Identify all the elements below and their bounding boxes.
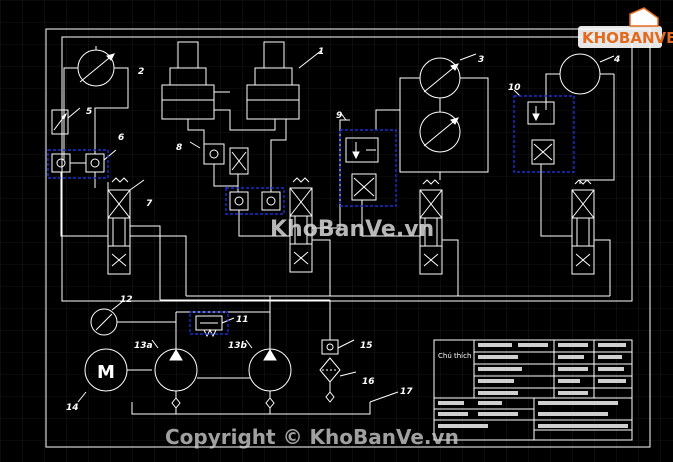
motor-letter: M <box>97 362 115 383</box>
pressure-valve-block-10 <box>513 89 572 237</box>
label-13a: 13a <box>134 341 153 351</box>
watermark-center: KhoBanVe.vn <box>270 217 434 242</box>
label-10: 10 <box>508 83 521 93</box>
label-9: 9 <box>336 111 342 121</box>
pump-13b <box>245 339 292 414</box>
label-11: 11 <box>236 315 249 325</box>
khobanve-logo: KHOBANVE <box>578 7 673 48</box>
hydraulic-motor-4 <box>545 53 615 181</box>
title-block-text-placeholders <box>438 343 628 428</box>
label-5: 5 <box>86 107 92 117</box>
check-valves-6 <box>51 92 129 237</box>
pressure-valve-block-9 <box>339 111 379 201</box>
valves-8 <box>189 141 249 192</box>
label-16: 16 <box>362 377 375 387</box>
label-4: 4 <box>613 55 620 65</box>
title-block <box>433 339 633 441</box>
tank-line-17 <box>131 391 399 415</box>
pump-2 <box>63 46 129 160</box>
label-14: 14 <box>66 403 79 413</box>
label-6: 6 <box>118 133 124 143</box>
label-17: 17 <box>400 387 413 397</box>
hydraulic-motors-3 <box>375 53 489 173</box>
check-valves-pair <box>229 119 290 237</box>
label-2: 2 <box>138 67 144 77</box>
check-filter-15-16 <box>319 339 357 403</box>
label-8: 8 <box>176 143 182 153</box>
label-12: 12 <box>120 295 133 305</box>
electric-motor-14 <box>77 348 152 403</box>
logo-text: KHOBANVE <box>582 29 673 47</box>
label-15: 15 <box>360 341 373 351</box>
directional-valve-3 <box>361 172 459 296</box>
pump-13a <box>151 339 250 414</box>
label-3: 3 <box>478 55 484 65</box>
directional-valve-4 <box>571 179 611 296</box>
drawing-frame <box>45 28 651 448</box>
label-13b: 13b <box>228 341 248 351</box>
dashed-highlight-boxes <box>47 95 575 335</box>
flow-valve-5 <box>51 107 81 135</box>
directional-valve-7 <box>107 177 187 300</box>
watermark-copyright: Copyright © KhoBanVe.vn <box>165 425 459 449</box>
cylinders-1 <box>161 41 323 144</box>
label-1: 1 <box>318 47 324 57</box>
label-7: 7 <box>146 199 153 209</box>
pressure-gauge-12 <box>90 301 176 336</box>
title-block-caption: Chú thích <box>438 352 471 360</box>
